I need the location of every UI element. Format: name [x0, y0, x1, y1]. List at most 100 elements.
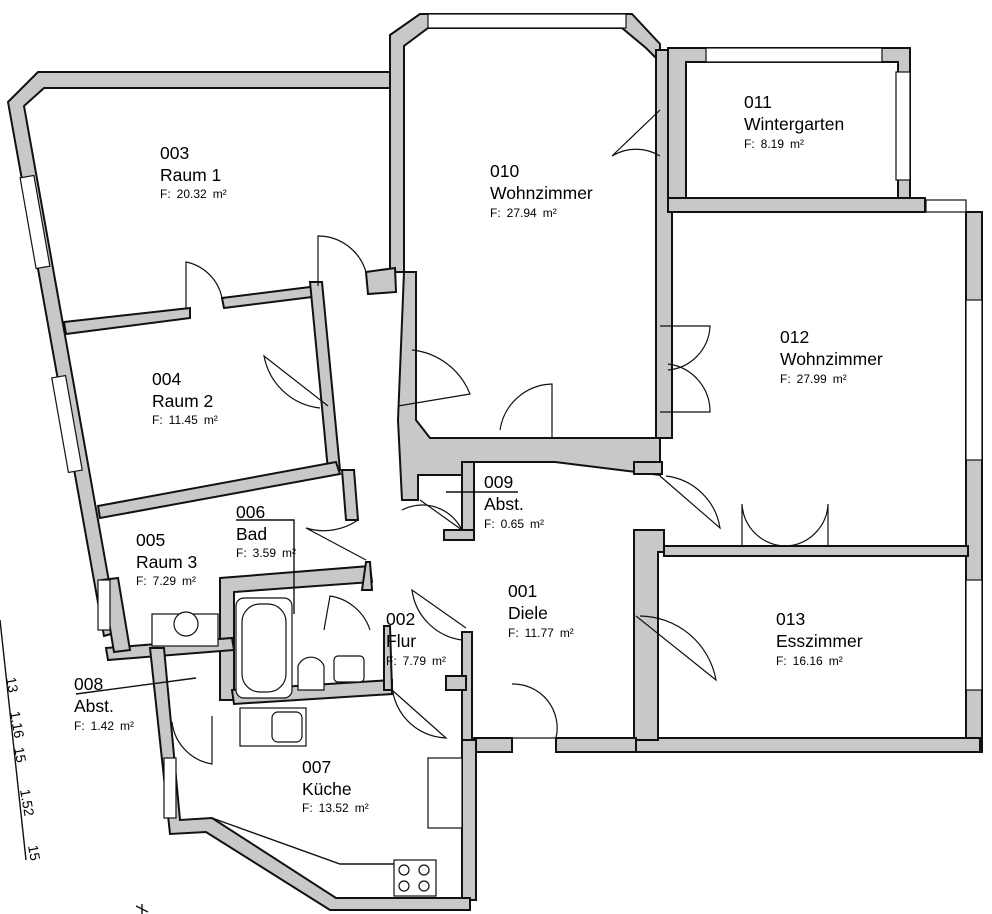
wall-bad-flur [360, 561, 374, 591]
room-number: 011 [744, 92, 772, 112]
bathtub-inner [241, 603, 287, 693]
door-flur-bad [305, 519, 367, 561]
window-raum2 [51, 374, 83, 474]
area-value: 20.32 [177, 187, 207, 201]
wall-diele-south [471, 737, 513, 753]
stove-burner-2 [418, 864, 430, 876]
room-number: 003 [160, 143, 189, 163]
window-012-top [925, 199, 967, 213]
fixtures [75, 491, 518, 897]
stove-burner-1 [398, 864, 410, 876]
area-label: F: [484, 517, 495, 531]
stove [393, 859, 437, 897]
area-unit: m² [530, 517, 544, 531]
room-area: F: 7.29 m² [136, 574, 196, 588]
door-bad [323, 595, 371, 631]
door-010-012-b [660, 325, 711, 371]
area-unit: m² [790, 137, 804, 151]
room-number: 013 [776, 609, 805, 629]
room-name: Diele [508, 603, 548, 623]
area-label: F: [744, 137, 755, 151]
door-raum2-hall [263, 354, 329, 409]
area-unit: m² [204, 413, 218, 427]
door-raum1 [185, 261, 223, 308]
room-number: 005 [136, 530, 165, 550]
door-diele-flur [411, 588, 467, 641]
dim-label-1: 13 [3, 676, 21, 694]
door-010-012 [660, 363, 711, 413]
area-label: F: [136, 574, 147, 588]
dim-label-3: 15 [11, 746, 29, 764]
area-value: 7.29 [153, 574, 177, 588]
wall-kueche-east [461, 739, 477, 901]
area-label: F: [780, 372, 791, 386]
sink-basin [271, 711, 303, 743]
room-number: 012 [780, 327, 809, 347]
room-name: Raum 3 [136, 552, 197, 572]
abst-008-label-line [75, 677, 197, 695]
room-area: F: 8.19 m² [744, 137, 804, 151]
door-diele-013 [635, 615, 717, 682]
area-value: 8.19 [761, 137, 785, 151]
door-012-013-right [785, 503, 829, 547]
stove-burner-3 [398, 880, 410, 892]
area-unit: m² [182, 574, 196, 588]
door-kueche-abst [171, 716, 213, 765]
wall-010-diele [396, 271, 661, 501]
window-raum3 [97, 579, 111, 631]
door-abst-009 [401, 499, 463, 531]
wall-flur-south [445, 675, 467, 691]
room-number: 006 [236, 502, 265, 522]
area-label: F: [490, 206, 501, 220]
room-name: Abst. [74, 696, 114, 716]
stove-burner-4 [418, 880, 430, 892]
window-012 [965, 299, 983, 461]
walls [6, 13, 983, 911]
area-label: F: [236, 546, 247, 560]
area-label: F: [74, 719, 85, 733]
area-label: F: [386, 654, 397, 668]
area-value: 7.79 [403, 654, 427, 668]
bad-label-line [236, 519, 295, 614]
north-marker [135, 904, 149, 914]
room-name: Küche [302, 779, 352, 799]
wall-raum1-raum2-b [220, 284, 322, 310]
kitchen-counter-line [211, 817, 394, 865]
door-010-wintergarten [611, 109, 661, 157]
wall-diele-west [461, 461, 475, 531]
wall-raum2-east [308, 281, 342, 471]
dimension-line: 13 1.16 15 1.52 15 [0, 619, 44, 862]
wall-hall-stub [364, 266, 398, 296]
room-name: Raum 1 [160, 165, 221, 185]
window-raum1 [19, 174, 51, 270]
area-label: F: [160, 187, 171, 201]
room-name: Wohnzimmer [490, 183, 593, 203]
dim-label-2: 1.16 [7, 710, 28, 740]
room-number: 004 [152, 369, 181, 389]
area-unit: m² [120, 719, 134, 733]
area-unit: m² [833, 372, 847, 386]
wall-raum3-bad [340, 469, 360, 521]
door-hall-010 [397, 349, 471, 407]
area-label: F: [508, 626, 519, 640]
room-name: Esszimmer [776, 631, 863, 651]
room-number: 001 [508, 581, 537, 601]
area-unit: m² [560, 626, 574, 640]
room-number: 002 [386, 609, 415, 629]
washbasin [173, 611, 199, 637]
door-diele-012 [659, 475, 721, 530]
